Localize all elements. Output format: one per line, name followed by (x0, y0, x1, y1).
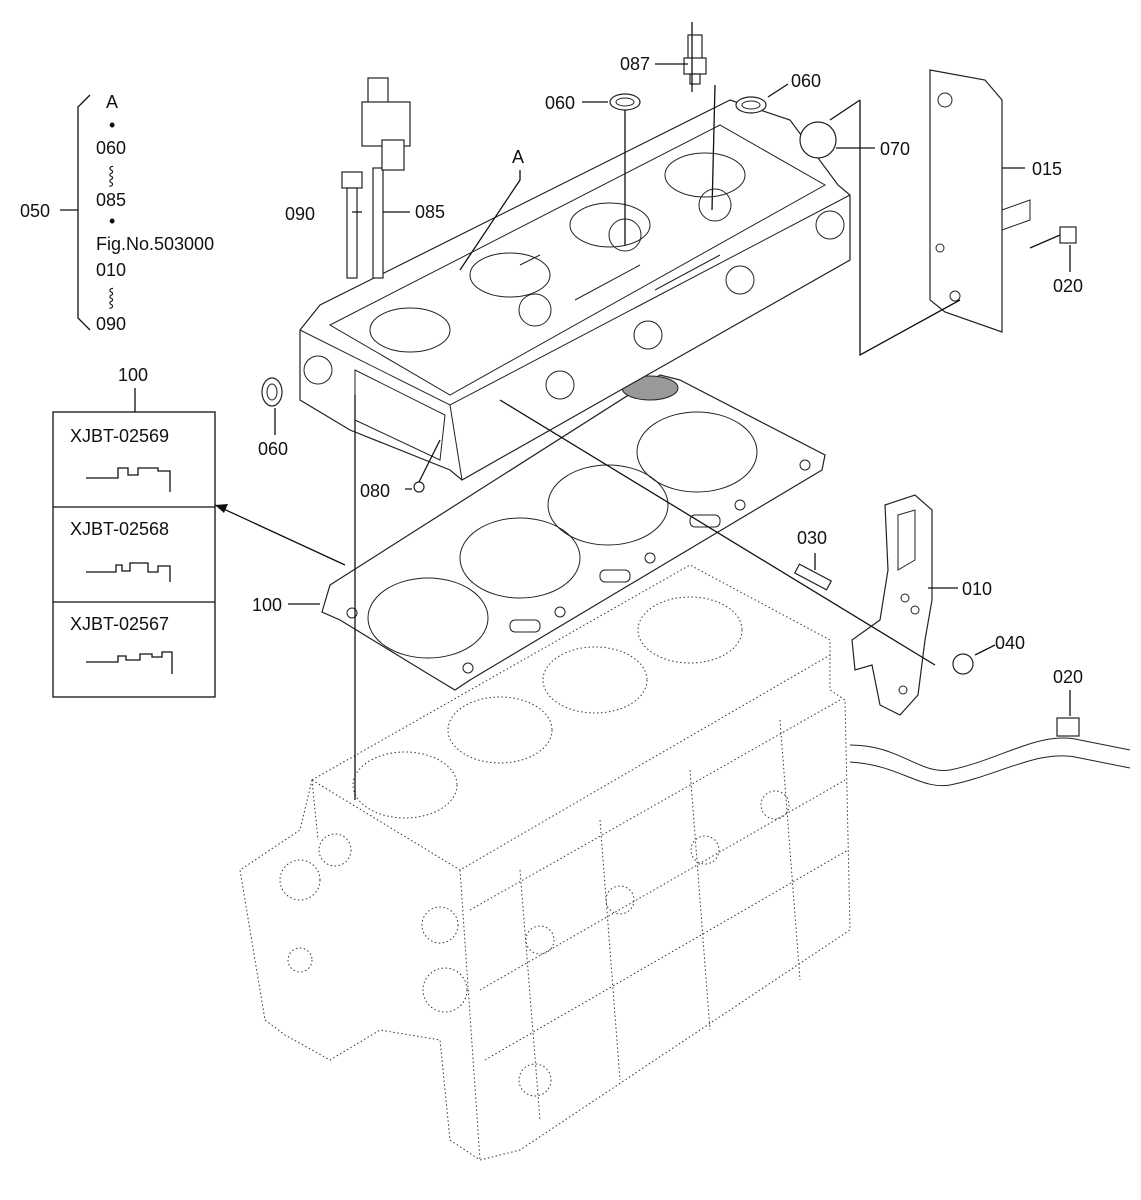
part-030-stud (793, 563, 833, 591)
bracket-line-2: 060 (96, 138, 126, 158)
part-020-bolt-bottom (1056, 717, 1080, 737)
part-085-stud (372, 167, 384, 279)
engine-block (239, 564, 851, 1161)
callout-085: 085 (415, 202, 445, 222)
bracket-line-7: 010 (96, 260, 126, 280)
part-087-sensor (683, 34, 707, 85)
variant-table-frame (52, 411, 216, 698)
variant-code-1: XJBT-02568 (70, 519, 169, 539)
part-090-bolt (341, 171, 363, 279)
callout-a-marker: A (512, 147, 524, 167)
callout-080: 080 (360, 481, 390, 501)
variant-code-0: XJBT-02569 (70, 426, 169, 446)
part-020-bolt-top (1059, 226, 1077, 244)
part-015-plate (929, 69, 1031, 333)
callout-060-left: 060 (258, 439, 288, 459)
variant-profile-0 (86, 467, 171, 492)
callout-090: 090 (285, 204, 315, 224)
callout-015: 015 (1032, 159, 1062, 179)
callout-020-bottom: 020 (1053, 667, 1083, 687)
part-060-seal-top (609, 93, 641, 111)
variant-code-2: XJBT-02567 (70, 614, 169, 634)
callout-020-top: 020 (1053, 276, 1083, 296)
bracket-line-0: A (106, 92, 118, 112)
part-040-nut (952, 653, 974, 675)
callout-040: 040 (995, 633, 1025, 653)
leader-lines (60, 22, 1071, 800)
callout-050: 050 (20, 201, 50, 221)
part-010-bracket (851, 494, 933, 716)
part-060-seal-left (261, 377, 283, 407)
bracket-line-9: 090 (96, 314, 126, 334)
bracket-line-4: 085 (96, 190, 126, 210)
variant-profile-1 (86, 562, 171, 582)
part-080-washer (413, 481, 425, 493)
callout-087: 087 (620, 54, 650, 74)
bracket-line-6: Fig.No.503000 (96, 234, 214, 254)
callout-030: 030 (797, 528, 827, 548)
assembly-a-injector (361, 77, 411, 171)
gasket-variant-table: XJBT-02569 XJBT-02568 XJBT-02567 (52, 411, 216, 698)
callout-060-right: 060 (791, 71, 821, 91)
bracket-line-3: ⸾ (108, 165, 114, 187)
callout-labels: 050 090 085 087 060 060 060 070 015 020 … (20, 54, 1083, 687)
bracket-line-8: ⸾ (108, 287, 114, 309)
part-060-seal-right (735, 96, 767, 114)
assembly-bracket-list: A • 060 ⸾ 085 • Fig.No.503000 010 ⸾ 090 (96, 92, 214, 334)
pipe (849, 737, 1131, 772)
callout-010: 010 (962, 579, 992, 599)
variant-profile-2 (86, 651, 173, 674)
callout-070: 070 (880, 139, 910, 159)
part-070-plug (799, 121, 837, 159)
callout-100-box: 100 (118, 365, 148, 385)
bracket-line-5: • (109, 211, 115, 231)
callout-060-top: 060 (545, 93, 575, 113)
callout-100-side: 100 (252, 595, 282, 615)
bracket-line-1: • (109, 115, 115, 135)
